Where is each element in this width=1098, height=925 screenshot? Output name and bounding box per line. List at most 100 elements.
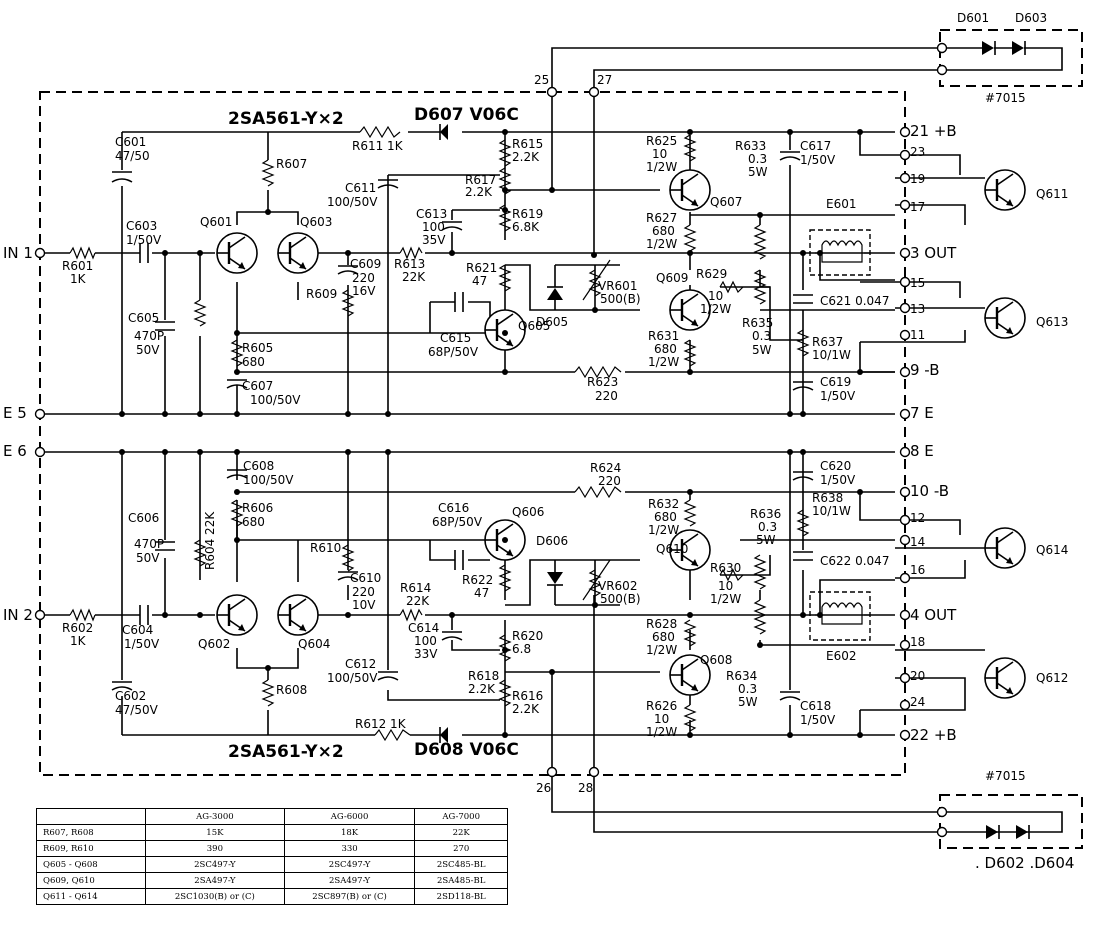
part-label-m7015a: #7015 [985, 91, 1026, 105]
part-label-t10: 10 -B [910, 482, 949, 500]
junction-dot [502, 647, 508, 653]
part-label-c606v1: 470P [134, 537, 164, 551]
junction-dot [687, 369, 693, 375]
part-label-q607: Q607 [710, 195, 742, 209]
terminal-pad [899, 672, 911, 684]
junction-dot [591, 252, 597, 258]
part-label-t12: 12 [910, 511, 925, 525]
part-label-c611: C611 [345, 181, 376, 195]
junction-dot [757, 642, 763, 648]
part-label-r630v2: 1/2W [710, 592, 741, 606]
input-1-label: IN 1 [3, 244, 33, 262]
part-label-t3: 3 OUT [910, 244, 957, 262]
part-label-c601v: 47/50 [115, 149, 150, 163]
part-label-t23: 23 [910, 145, 925, 159]
terminal-pad [899, 366, 911, 378]
part-label-r605: R605 [242, 341, 273, 355]
terminal-pad [546, 766, 558, 778]
part-label-c611v: 100/50V [327, 195, 378, 209]
terminal-pad [899, 514, 911, 526]
part-label-r632: R632 [648, 497, 679, 511]
part-label-c605v2: 50V [136, 343, 160, 357]
part-label-q_pair2: 2SA561-Y×2 [228, 742, 344, 762]
part-label-r610: R610 [310, 541, 341, 555]
part-label-c619: C619 [820, 375, 851, 389]
part-label-r629v2: 1/2W [700, 302, 731, 316]
junction-dot [800, 612, 806, 618]
junction-dot [385, 411, 391, 417]
part-label-r627v1: 680 [652, 224, 675, 238]
part-label-r601v: 1K [70, 272, 87, 286]
part-label-e602: E602 [826, 649, 857, 663]
part-label-r625v2: 1/2W [646, 160, 677, 174]
junction-dot [345, 411, 351, 417]
part-label-r630: R630 [710, 561, 741, 575]
part-label-d602: . D602 .D604 [975, 854, 1074, 872]
part-label-t7: 7 E [910, 404, 934, 422]
part-label-q611: Q611 [1036, 187, 1068, 201]
part-label-c615: C615 [440, 331, 471, 345]
part-label-r637: R637 [812, 335, 843, 349]
table-cell: 2SA485-BL [414, 872, 508, 889]
part-label-c606: C606 [128, 511, 159, 525]
junction-dot [234, 411, 240, 417]
part-label-r630v1: 10 [718, 579, 733, 593]
part-label-q602: Q602 [198, 637, 230, 651]
part-label-q603: Q603 [300, 215, 332, 229]
table-cell: Q609, Q610 [36, 872, 146, 889]
junction-dot [345, 250, 351, 256]
part-label-r626v1: 10 [654, 712, 669, 726]
junction-dot [234, 449, 240, 455]
part-label-t4: 4 OUT [910, 606, 957, 624]
part-label-t22: 22 +B [910, 726, 957, 744]
part-label-c606v2: 50V [136, 551, 160, 565]
table-row: Q611 - Q614 2SC1030(B) or (C) 2SC897(B) … [36, 888, 508, 905]
part-label-c605v1: 470P [134, 329, 164, 343]
part-label-r606: R606 [242, 501, 273, 515]
part-label-r608: R608 [276, 683, 307, 697]
junction-dot [787, 449, 793, 455]
junction-dot [800, 250, 806, 256]
part-label-r636: R636 [750, 507, 781, 521]
part-label-c604v: 1/50V [124, 637, 160, 651]
part-label-r632v2: 1/2W [648, 523, 679, 537]
part-label-r617v: 2.2K [465, 185, 493, 199]
junction-dot [502, 207, 508, 213]
part-label-t19: 19 [910, 172, 925, 186]
part-label-c618: C618 [800, 699, 831, 713]
junction-dot [265, 665, 271, 671]
terminal-pad [899, 729, 911, 741]
terminal-pad [899, 609, 911, 621]
terminal-pad [936, 42, 948, 54]
part-label-c613v1: 100 [422, 220, 445, 234]
part-label-r626v2: 1/2W [646, 725, 677, 739]
part-label-c605: C605 [128, 311, 159, 325]
part-label-r611: R611 1K [352, 139, 404, 153]
junction-dot [817, 612, 823, 618]
terminal-pad [936, 64, 948, 76]
part-label-r638: R638 [812, 491, 843, 505]
table-row: Q609, Q610 2SA497-Y 2SA497-Y 2SA485-BL [36, 872, 508, 889]
part-label-r637v: 10/1W [812, 348, 851, 362]
transistor-q604 [277, 594, 319, 636]
junction-dot [345, 449, 351, 455]
table-cell: R609, R610 [36, 840, 146, 857]
junction-dot [234, 369, 240, 375]
part-label-q612: Q612 [1036, 671, 1068, 685]
table-cell: 2SD118-BL [414, 888, 508, 905]
part-label-c620: C620 [820, 459, 851, 473]
capacitors [111, 151, 814, 701]
part-label-r614v: 22K [406, 594, 430, 608]
part-label-c607: C607 [242, 379, 273, 393]
terminal-pad [34, 446, 46, 458]
junction-dot [857, 489, 863, 495]
part-label-r628v1: 680 [652, 630, 675, 644]
junction-dot [549, 669, 555, 675]
part-label-c618v: 1/50V [800, 713, 836, 727]
part-label-q606: Q606 [512, 505, 544, 519]
part-label-r631: R631 [648, 329, 679, 343]
part-label-e6: E 6 [3, 442, 27, 460]
table-cell: 18K [283, 824, 416, 841]
part-label-r634: R634 [726, 669, 757, 683]
part-label-r631v1: 680 [654, 342, 677, 356]
